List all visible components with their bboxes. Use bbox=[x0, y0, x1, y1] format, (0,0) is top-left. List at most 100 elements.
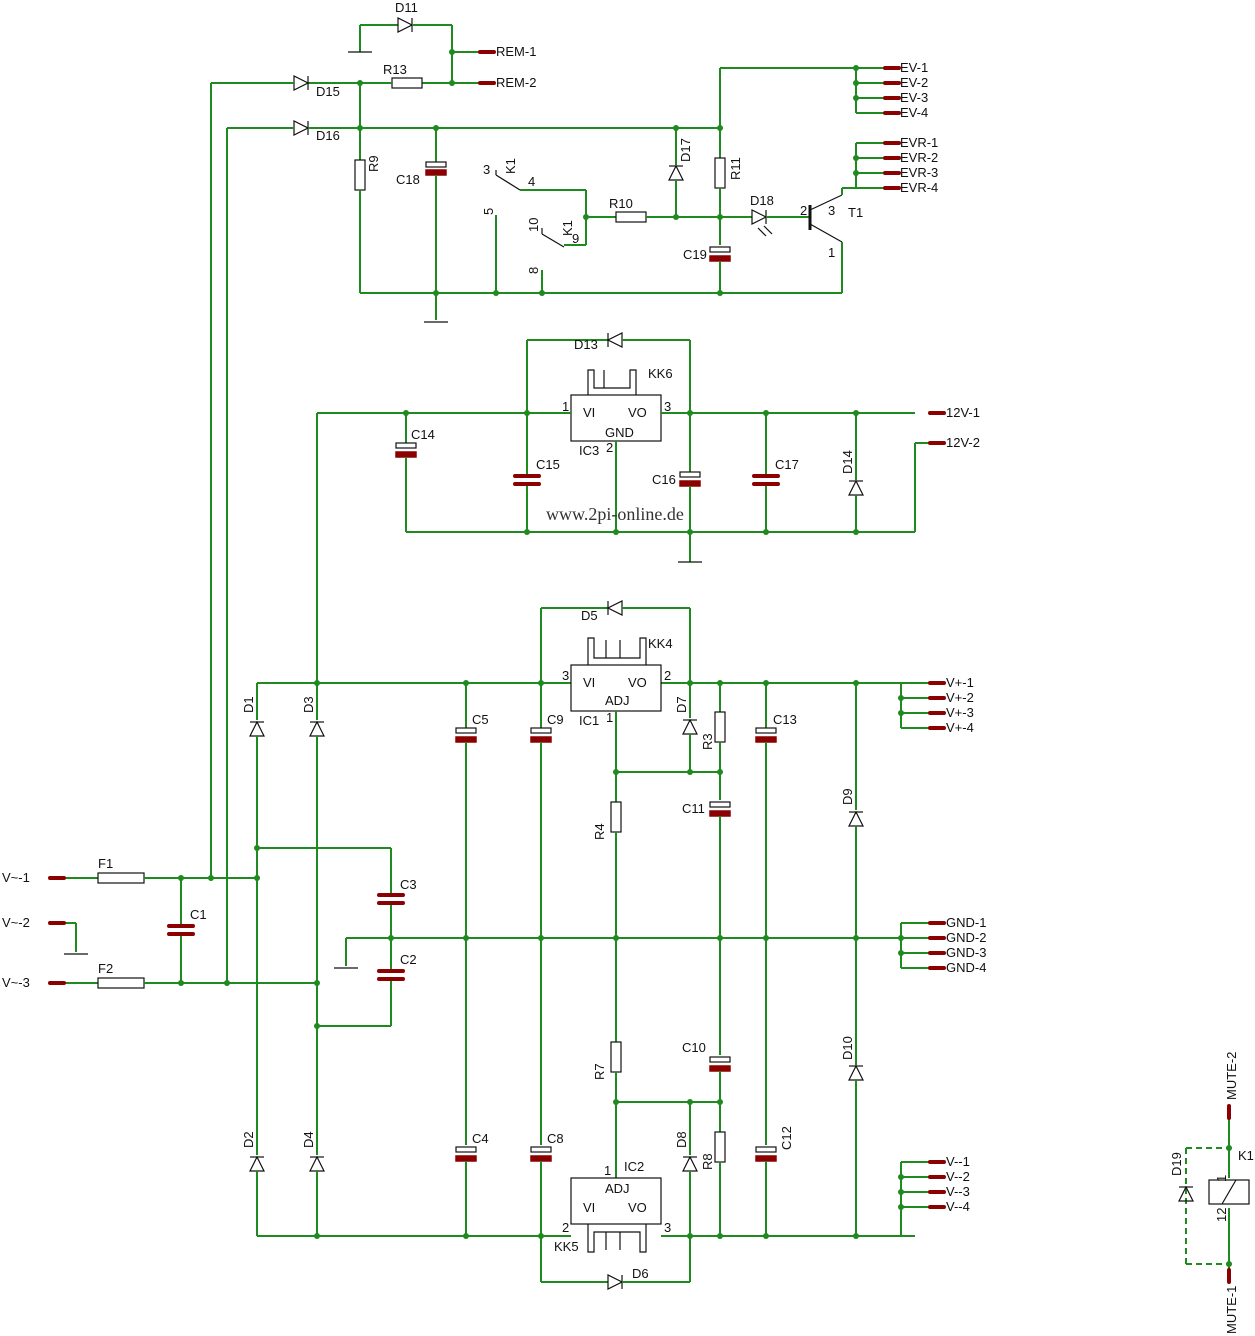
diode-d11 bbox=[397, 17, 414, 33]
label-d4: D4 bbox=[301, 1131, 316, 1148]
label-d7: D7 bbox=[674, 696, 689, 713]
label-d14: D14 bbox=[840, 450, 855, 474]
conn-vminus-2: V--2 bbox=[946, 1169, 970, 1184]
label-c9: C9 bbox=[547, 712, 564, 727]
label-d2: D2 bbox=[241, 1131, 256, 1148]
label-d8: D8 bbox=[674, 1131, 689, 1148]
k1-pin-9: 9 bbox=[572, 231, 579, 246]
label-r11: R11 bbox=[728, 157, 743, 180]
ic2-body bbox=[570, 1177, 662, 1225]
relay-pin-12: 12 bbox=[1214, 1208, 1229, 1222]
conn-12v-1: 12V-1 bbox=[946, 405, 980, 420]
capacitor-c19 bbox=[709, 246, 731, 262]
conn-vac-2: V~-2 bbox=[2, 915, 30, 930]
conn-vminus-3: V--3 bbox=[946, 1184, 970, 1199]
capacitor-c8 bbox=[530, 1146, 552, 1162]
conn-evr-1: EVR-1 bbox=[900, 135, 938, 150]
capacitor-c14 bbox=[395, 442, 417, 458]
label-c17: C17 bbox=[775, 457, 799, 472]
diode-d16 bbox=[293, 120, 310, 136]
heatsink-kk4 bbox=[587, 637, 647, 665]
label-d19: D19 bbox=[1169, 1152, 1184, 1176]
k1-pin-3: 3 bbox=[483, 162, 490, 177]
k1-pin-4: 4 bbox=[528, 174, 535, 189]
diode-d7 bbox=[682, 718, 698, 735]
diode-d5 bbox=[606, 600, 623, 616]
capacitor-c16 bbox=[679, 471, 701, 487]
label-r7: R7 bbox=[592, 1063, 607, 1080]
label-d6: D6 bbox=[632, 1266, 649, 1281]
conn-vminus-1: V--1 bbox=[946, 1154, 970, 1169]
heatsink-kk6 bbox=[587, 369, 637, 395]
ic1-pin-1: 1 bbox=[606, 710, 613, 725]
label-c3: C3 bbox=[400, 877, 417, 892]
connector-pads bbox=[48, 50, 1231, 1284]
conn-vac-1: V~-1 bbox=[2, 870, 30, 885]
label-ic1: IC1 bbox=[579, 713, 599, 728]
label-f1: F1 bbox=[98, 856, 113, 871]
label-d1: D1 bbox=[241, 696, 256, 713]
t1-pin-1: 1 bbox=[828, 245, 835, 260]
label-c4: C4 bbox=[472, 1131, 489, 1146]
label-c1: C1 bbox=[190, 907, 207, 922]
diode-d13 bbox=[606, 332, 623, 348]
diode-d9 bbox=[848, 810, 864, 827]
label-t1: T1 bbox=[848, 205, 863, 220]
label-d5: D5 bbox=[581, 608, 598, 623]
conn-vminus-4: V--4 bbox=[946, 1199, 970, 1214]
diode-d4 bbox=[309, 1155, 325, 1172]
ic1-pin-3: 3 bbox=[562, 668, 569, 683]
k1-pin-8: 8 bbox=[526, 267, 541, 274]
heatsink-kk5 bbox=[587, 1224, 647, 1253]
resistor-r4 bbox=[610, 801, 622, 833]
conn-evr-3: EVR-3 bbox=[900, 165, 938, 180]
k1-pin-10: 10 bbox=[526, 218, 541, 232]
label-kk6: KK6 bbox=[648, 366, 673, 381]
diode-d3 bbox=[309, 720, 325, 737]
ic1-pin-2: 2 bbox=[664, 668, 671, 683]
conn-ev-4: EV-4 bbox=[900, 105, 928, 120]
label-c5: C5 bbox=[472, 712, 489, 727]
resistor-r10 bbox=[615, 211, 647, 223]
capacitor-c4 bbox=[455, 1146, 477, 1162]
conn-gnd-2: GND-2 bbox=[946, 930, 986, 945]
conn-gnd-4: GND-4 bbox=[946, 960, 986, 975]
conn-12v-2: 12V-2 bbox=[946, 435, 980, 450]
resistor-r13 bbox=[391, 77, 423, 89]
relay-pin-1: 1 bbox=[1214, 1175, 1229, 1182]
label-r9: R9 bbox=[366, 155, 381, 172]
resistor-r9 bbox=[354, 159, 366, 191]
label-ic2: IC2 bbox=[624, 1159, 644, 1174]
label-c19: C19 bbox=[683, 247, 707, 262]
ic2-pin-3: 3 bbox=[664, 1220, 671, 1235]
diode-d14 bbox=[848, 479, 864, 496]
label-r3: R3 bbox=[700, 733, 715, 750]
relay-coil-k1 bbox=[1208, 1179, 1250, 1205]
conn-mute-2: MUTE-2 bbox=[1224, 1052, 1239, 1100]
ic2-pin-adj: ADJ bbox=[605, 1181, 630, 1196]
label-c12: C12 bbox=[779, 1126, 794, 1150]
conn-gnd-1: GND-1 bbox=[946, 915, 986, 930]
label-c15: C15 bbox=[536, 457, 560, 472]
conn-rem-2: REM-2 bbox=[496, 75, 536, 90]
ic3-pin-vo: VO bbox=[628, 405, 647, 420]
capacitor-c15 bbox=[513, 474, 541, 486]
diode-d8 bbox=[682, 1155, 698, 1172]
label-c2: C2 bbox=[400, 952, 417, 967]
mute-relay-section bbox=[1178, 1118, 1250, 1270]
fuse-f2 bbox=[97, 977, 145, 989]
label-c8: C8 bbox=[547, 1131, 564, 1146]
capacitor-c2 bbox=[377, 969, 405, 981]
diode-d6 bbox=[607, 1274, 624, 1290]
conn-mute-1: MUTE-1 bbox=[1224, 1286, 1239, 1334]
capacitor-c3 bbox=[377, 893, 405, 905]
conn-vac-3: V~-3 bbox=[2, 975, 30, 990]
label-ic3: IC3 bbox=[579, 443, 599, 458]
conn-ev-1: EV-1 bbox=[900, 60, 928, 75]
ic3-pin-1: 1 bbox=[562, 399, 569, 414]
label-d15: D15 bbox=[316, 84, 340, 99]
remote-section bbox=[210, 17, 885, 983]
label-c16: C16 bbox=[652, 472, 676, 487]
label-d11: D11 bbox=[395, 0, 418, 15]
